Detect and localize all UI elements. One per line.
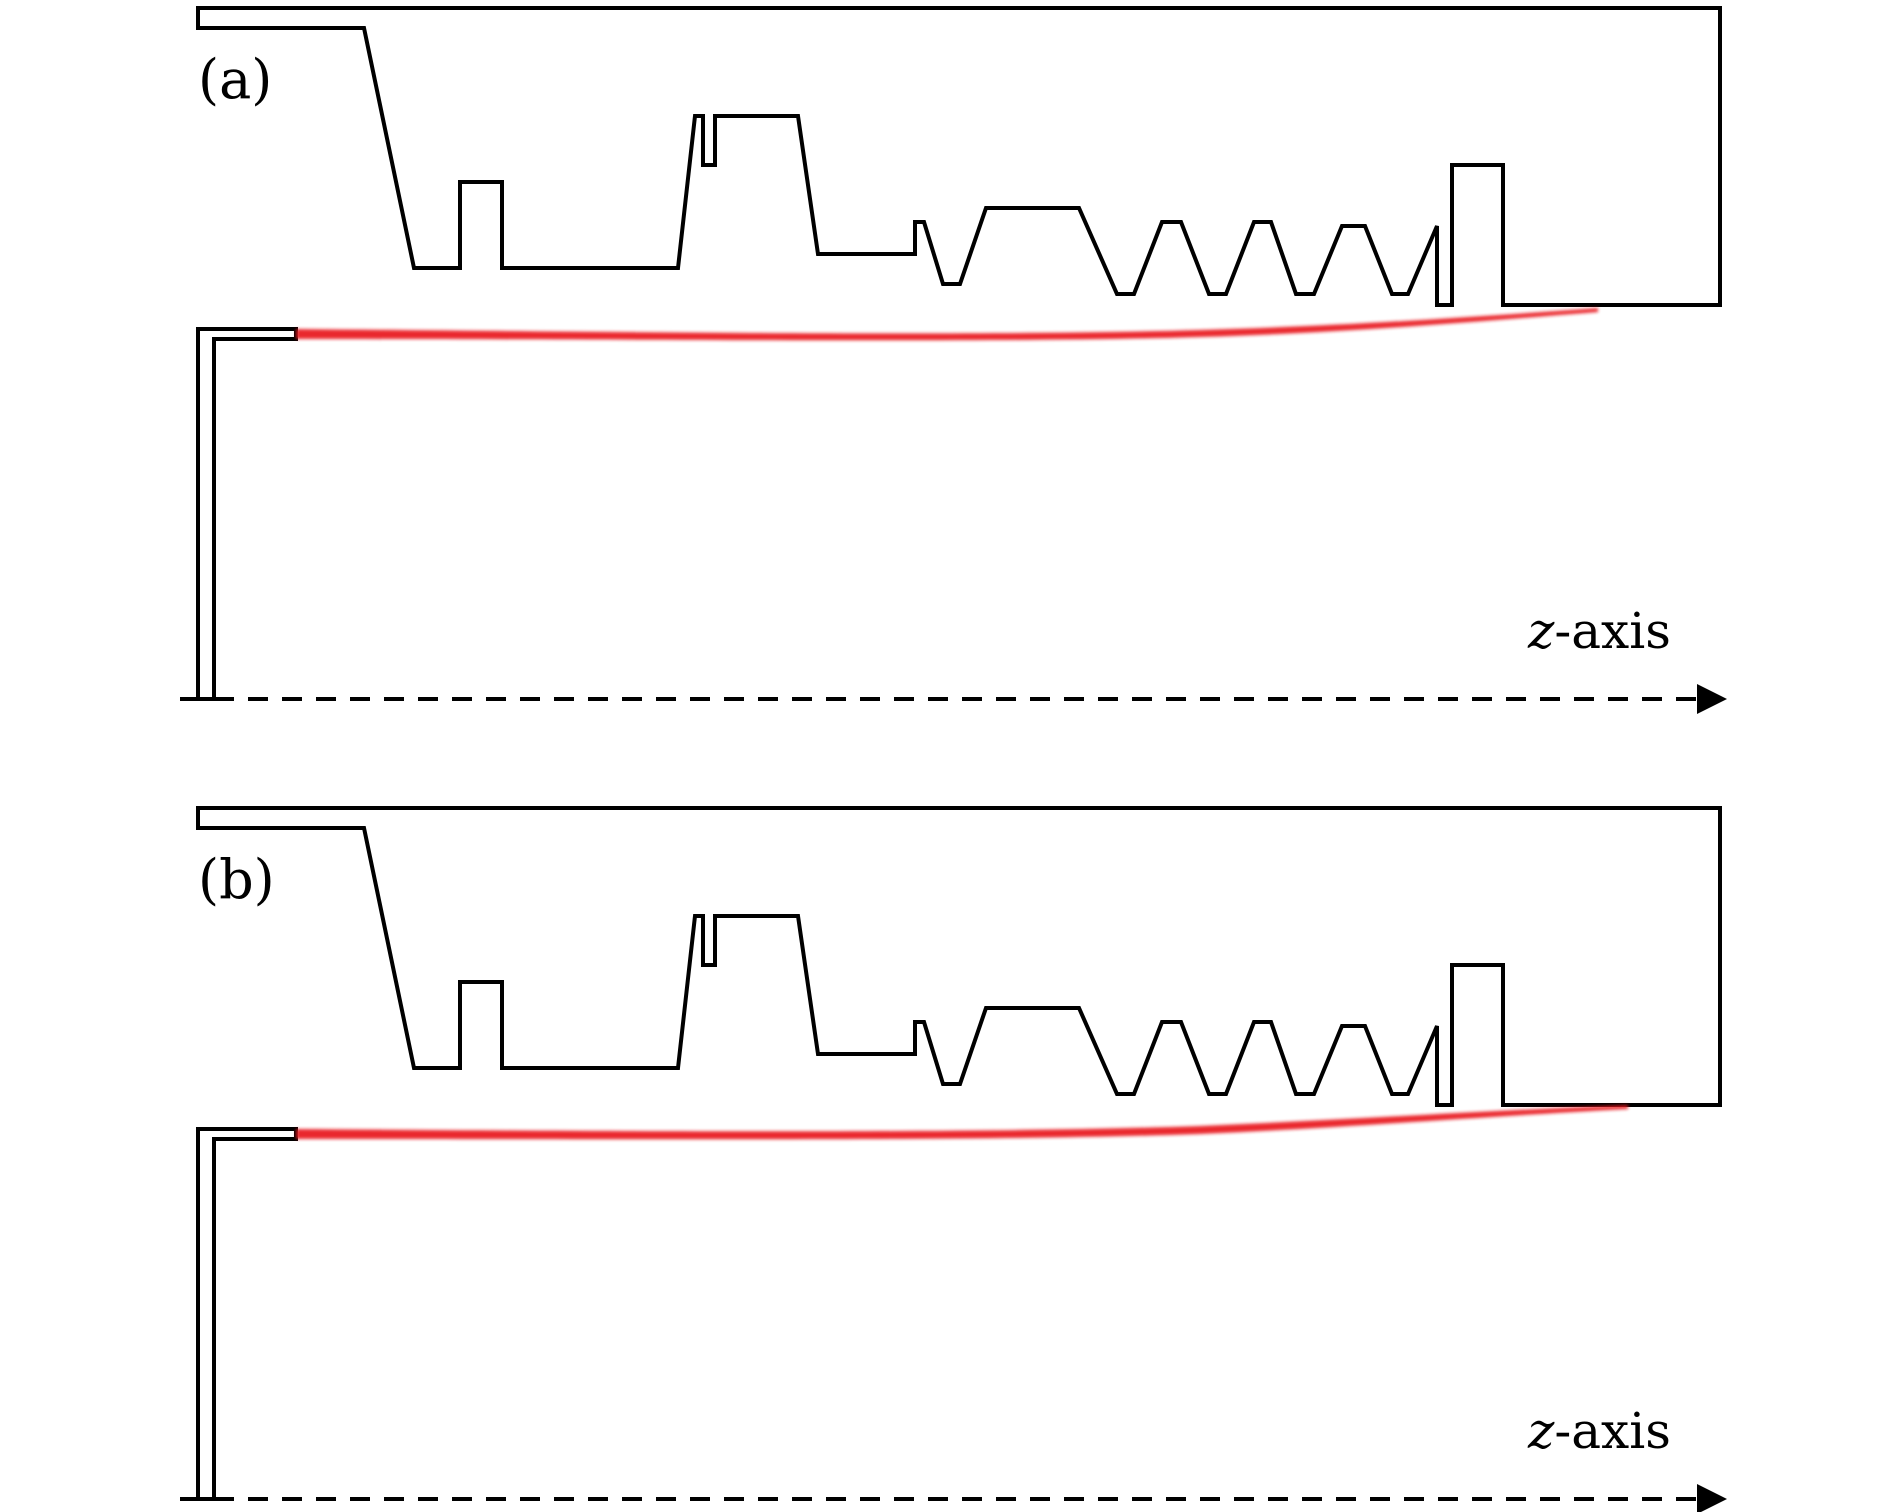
structure-outline xyxy=(196,806,1722,1107)
axis-label: z-axis xyxy=(1527,1402,1671,1460)
axis-suffix: -axis xyxy=(1554,1402,1671,1460)
z-axis-arrow-icon xyxy=(1697,684,1727,714)
structure-outline xyxy=(196,6,1722,307)
axis-variable: z xyxy=(1527,602,1555,660)
electron-beam xyxy=(296,308,1598,341)
axis-variable: z xyxy=(1527,1402,1555,1460)
panel-label: (a) xyxy=(198,48,272,111)
inlet-pipe xyxy=(196,327,298,701)
inlet-pipe xyxy=(196,1127,298,1501)
z-axis-arrow-icon xyxy=(1697,1484,1727,1512)
panel-a: (a) z-axis xyxy=(180,6,1727,714)
axis-label: z-axis xyxy=(1527,602,1671,660)
panel-label: (b) xyxy=(198,848,275,911)
panel-b: (b) z-axis xyxy=(180,806,1727,1512)
axis-suffix: -axis xyxy=(1554,602,1671,660)
electron-beam xyxy=(296,1105,1628,1140)
